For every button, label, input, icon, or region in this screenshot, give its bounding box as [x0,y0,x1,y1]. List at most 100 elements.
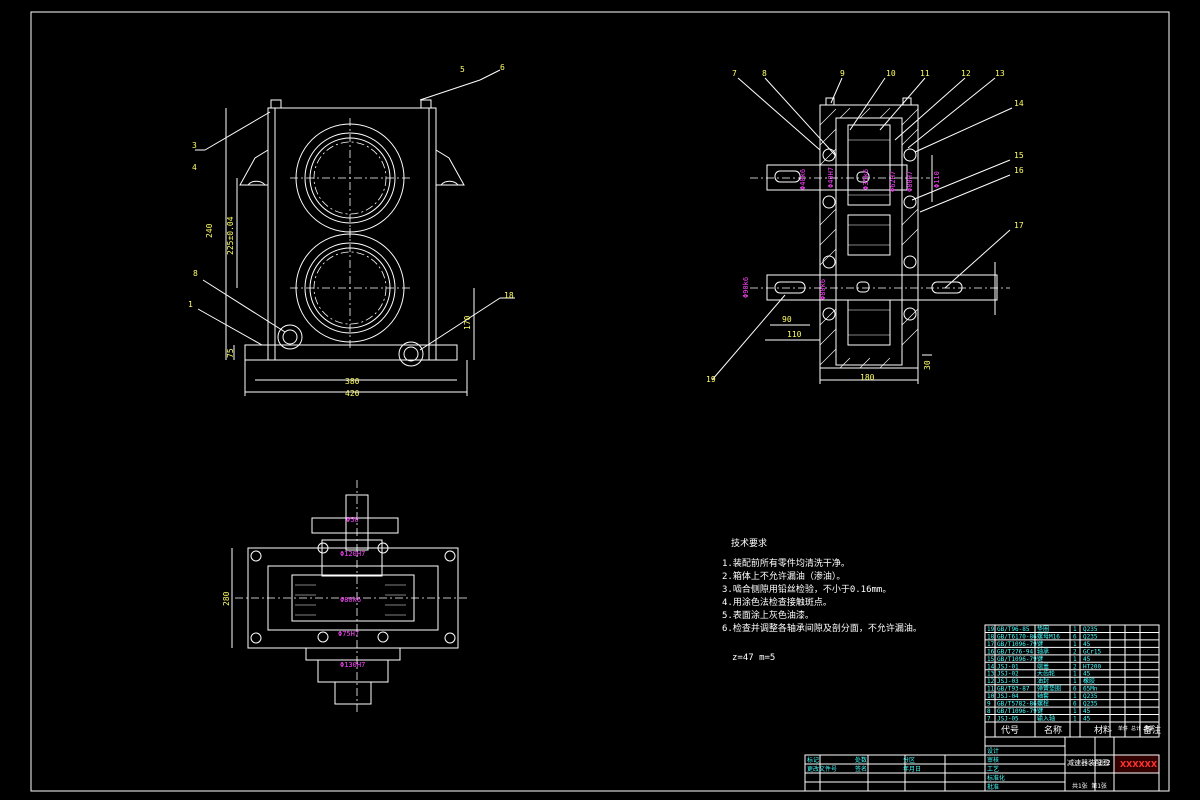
title-block-label: 签名 [855,765,867,773]
parts-cell-code: JSJ-04 [997,693,1019,700]
parts-cell-no: 8 [987,708,991,715]
balloon-14: 14 [1014,99,1024,108]
title-block-label: 处数 [855,756,867,764]
parts-cell-name: 轴套 [1037,692,1049,700]
parts-cell-material: 45 [1083,671,1091,678]
parts-cell-code: JSJ-05 [997,716,1019,723]
dim-section-d3: Φ35k6 [862,169,870,190]
balloon-16: 16 [1014,166,1024,175]
dim-section-l3: 180 [860,373,875,382]
parts-cell-no: 17 [987,641,995,648]
parts-cell-no: 14 [987,663,995,670]
balloon-19: 19 [706,375,716,384]
parts-cell-qty: 1 [1073,693,1077,700]
parts-cell-material: 65Mn [1083,686,1098,693]
parts-cell-name: 螺母M16 [1037,632,1060,640]
parts-cell-qty: 1 [1073,641,1077,648]
parts-cell-name: 大齿轮 [1037,670,1055,678]
parts-header-remark: 备注 [1143,724,1161,736]
dim-section-l4: 30 [923,360,932,370]
parts-cell-name: 弹簧垫圈 [1037,685,1061,693]
title-block-labels: 标记处数分区更改文件号签名年月日设计审核工艺标准化批准 [807,747,1005,791]
tech-requirements: 技术要求 1.装配前所有零件均清洗干净。 2.箱体上不允许漏油（渗油）。 3.啮… [722,537,922,663]
parts-header-material: 材料 [1094,724,1112,736]
gear-params: z=47 m=5 [732,653,775,663]
balloon-1: 1 [188,300,193,309]
dim-top-d5: Φ130H7 [340,661,365,669]
parts-cell-qty: 1 [1073,716,1077,723]
balloon-15: 15 [1014,151,1024,160]
title-block-label: 标记 [807,756,819,764]
dim-section-l1: 90 [782,315,792,324]
dim-front-h2: 225±0.04 [226,216,235,255]
parts-cell-code: GB/T1096-79 [997,641,1037,648]
tech-req-5: 5.表面涂上灰色油漆。 [722,609,814,621]
parts-cell-no: 16 [987,648,995,655]
dim-top-d2: Φ120H7 [340,550,365,558]
dim-section-d7: Φ90k6 [742,277,750,298]
balloon-3: 3 [192,141,197,150]
parts-cell-name: 键 [1037,707,1043,715]
parts-cell-no: 9 [987,701,991,708]
balloon-10: 10 [886,69,896,78]
tech-req-title: 技术要求 [731,537,767,549]
parts-cell-material: 45 [1083,656,1091,663]
parts-cell-no: 7 [987,716,991,723]
parts-cell-no: 19 [987,626,995,633]
parts-cell-name: 输入轴 [1037,715,1055,723]
parts-cell-material: HT200 [1083,663,1101,670]
balloon-8b: 8 [762,69,767,78]
balloon-6: 6 [500,63,505,72]
parts-cell-code: GB/T96-85 [997,626,1030,633]
parts-cell-name: 轴承 [1037,647,1049,655]
balloon-8: 8 [193,269,198,278]
parts-cell-name: 垫圈 [1037,625,1049,633]
parts-cell-code: GB/T5782-86 [997,701,1037,708]
dim-front-w1: 380 [345,377,360,386]
dim-front-h1: 240 [205,223,214,238]
parts-cell-qty: 1 [1073,626,1077,633]
parts-cell-qty: 2 [1073,648,1077,655]
dim-section-d6: Φ110 [933,171,941,188]
dim-section-d5: Φ80H7 [906,171,914,192]
balloon-17: 17 [1014,221,1024,230]
parts-cell-no: 11 [987,686,995,693]
tech-req-6: 6.检查并调整各轴承间隙及剖分面，不允许漏油。 [722,622,922,634]
tech-req-1: 1.装配前所有零件均清洗干净。 [722,557,850,569]
parts-cell-qty: 1 [1073,708,1077,715]
dim-top-d3: Φ80k6 [340,596,361,604]
parts-cell-code: GB/T93-87 [997,686,1030,693]
balloon-12: 12 [961,69,971,78]
parts-cell-qty: 1 [1073,656,1077,663]
parts-cell-code: JSJ-02 [997,671,1019,678]
company-name: XXXXXX [1120,760,1158,769]
parts-cell-code: GB/T276-94 [997,648,1034,655]
parts-cell-no: 18 [987,633,995,640]
dim-section-d1: Φ40k6 [799,169,807,190]
parts-cell-material: 45 [1083,716,1091,723]
parts-cell-code: JSJ-01 [997,663,1019,670]
parts-cell-name: 螺栓 [1037,700,1049,708]
drawing-sheet: 共1张 第1张 [1072,782,1107,790]
parts-header-name: 名称 [1044,724,1062,736]
dim-front-w2: 420 [345,389,360,398]
parts-cell-qty: 6 [1073,701,1077,708]
parts-cell-material: 橡胶 [1083,677,1095,685]
title-block-label: 设计 [987,747,999,755]
front-view [195,69,515,396]
parts-cell-code: GB/T1096-79 [997,656,1037,663]
balloon-4: 4 [192,163,197,172]
dim-front-h4: 170 [463,315,472,330]
parts-cell-material: 45 [1083,641,1091,648]
drawing-name: 减速器装配图 [1067,758,1109,767]
title-block: 标记处数分区更改文件号签名年月日设计审核工艺标准化批准 减速器装配图 1:2 共… [804,737,1160,792]
parts-cell-no: 13 [987,671,995,678]
title-block-label: 年月日 [903,765,921,773]
parts-cell-code: GB/T6170-86 [997,633,1037,640]
drawing-frame [30,11,1170,792]
title-block-label: 标准化 [987,774,1005,782]
tech-req-2: 2.箱体上不允许漏油（渗油）。 [722,570,845,582]
